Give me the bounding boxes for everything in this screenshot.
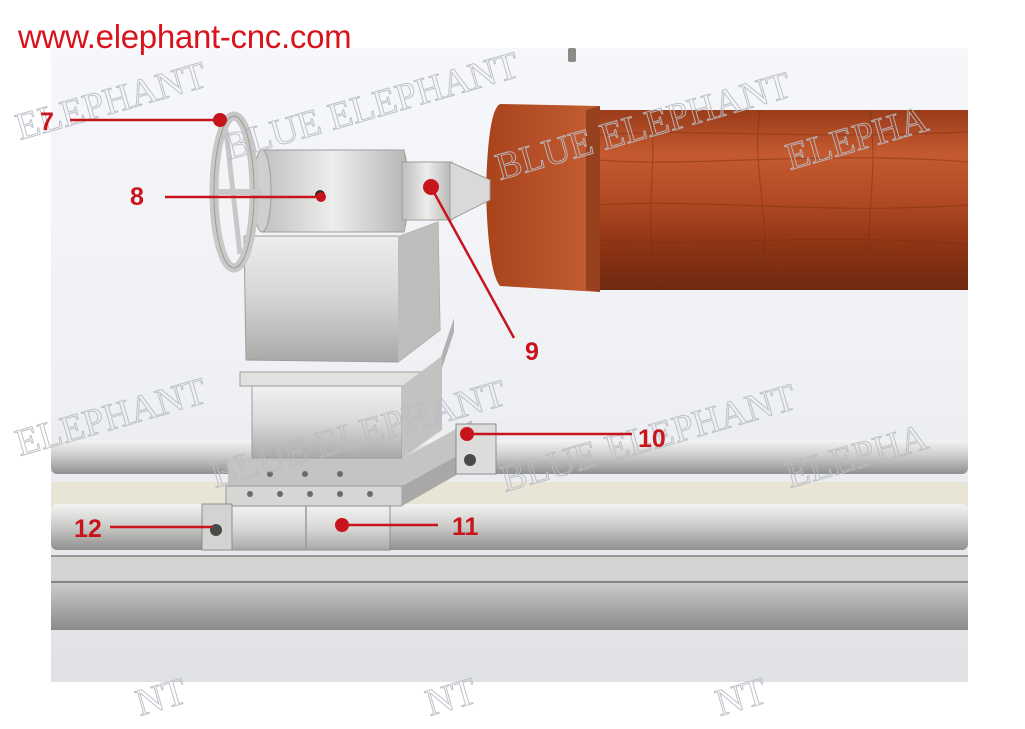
callouts: 7 8 9 10 11 12: [40, 108, 666, 543]
hand-wheel: [209, 111, 262, 273]
callout-label: 7: [40, 108, 54, 136]
callout-10: 10: [460, 425, 666, 453]
callout-11: 11: [335, 513, 479, 541]
callout-7: 7: [40, 108, 227, 136]
wood-workpiece: [486, 104, 969, 292]
callout-12: 12: [74, 515, 212, 543]
callout-9: 9: [423, 179, 539, 366]
top-screw: [568, 48, 576, 62]
callout-label: 10: [638, 425, 666, 453]
lock-bolt-icon: [210, 524, 222, 536]
callout-8: 8: [130, 183, 326, 211]
callout-label: 8: [130, 183, 144, 211]
website-url: www.elephant-cnc.com: [18, 18, 352, 55]
callout-label: 12: [74, 515, 102, 543]
clamp-bolt-icon: [464, 454, 476, 466]
callout-label: 11: [452, 513, 479, 541]
callout-label: 9: [525, 338, 539, 366]
